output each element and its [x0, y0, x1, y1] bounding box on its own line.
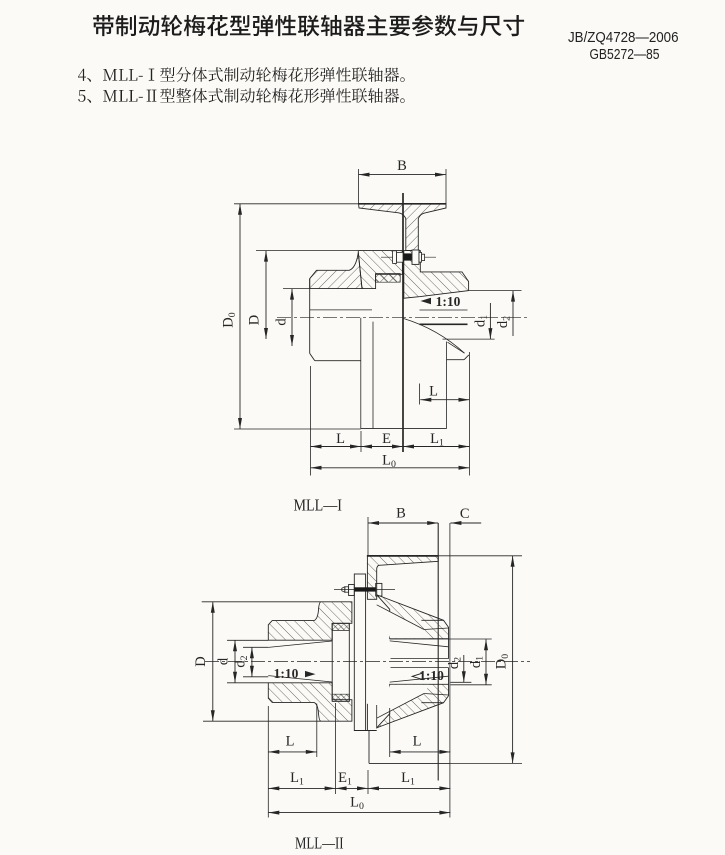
svg-text:L1: L1 — [430, 431, 444, 449]
svg-text:L: L — [286, 734, 295, 750]
svg-text:D0: D0 — [494, 654, 512, 669]
svg-text:MLL—I: MLL—I — [294, 496, 343, 515]
svg-text:L: L — [429, 384, 438, 400]
svg-text:D: D — [193, 656, 209, 666]
svg-text:D0: D0 — [220, 312, 238, 327]
svg-text:GB5272—85: GB5272—85 — [590, 46, 660, 63]
svg-text:MLL—II: MLL—II — [295, 834, 344, 853]
svg-text:B: B — [397, 158, 407, 174]
svg-text:JB/ZQ4728—2006: JB/ZQ4728—2006 — [568, 29, 679, 46]
svg-text:d: d — [274, 318, 290, 326]
svg-text:d1: d1 — [473, 315, 491, 327]
svg-text:L: L — [413, 734, 422, 750]
svg-text:d1: d1 — [468, 656, 486, 668]
svg-text:L1: L1 — [290, 770, 304, 788]
svg-text:E: E — [382, 431, 391, 447]
svg-text:L0: L0 — [350, 795, 364, 813]
svg-text:L: L — [336, 431, 345, 447]
svg-text:d2: d2 — [446, 657, 464, 669]
svg-text:B: B — [396, 506, 406, 522]
svg-text:D: D — [246, 315, 262, 325]
svg-text:d2: d2 — [495, 316, 513, 328]
svg-text:E1: E1 — [338, 770, 352, 788]
svg-text:1:10: 1:10 — [274, 666, 299, 681]
svg-text:L0: L0 — [382, 453, 396, 471]
svg-text:1:10: 1:10 — [436, 294, 461, 309]
svg-text:1:10: 1:10 — [419, 668, 444, 683]
svg-text:d: d — [216, 657, 232, 665]
svg-text:C: C — [460, 506, 470, 522]
svg-text:L1: L1 — [401, 770, 415, 788]
